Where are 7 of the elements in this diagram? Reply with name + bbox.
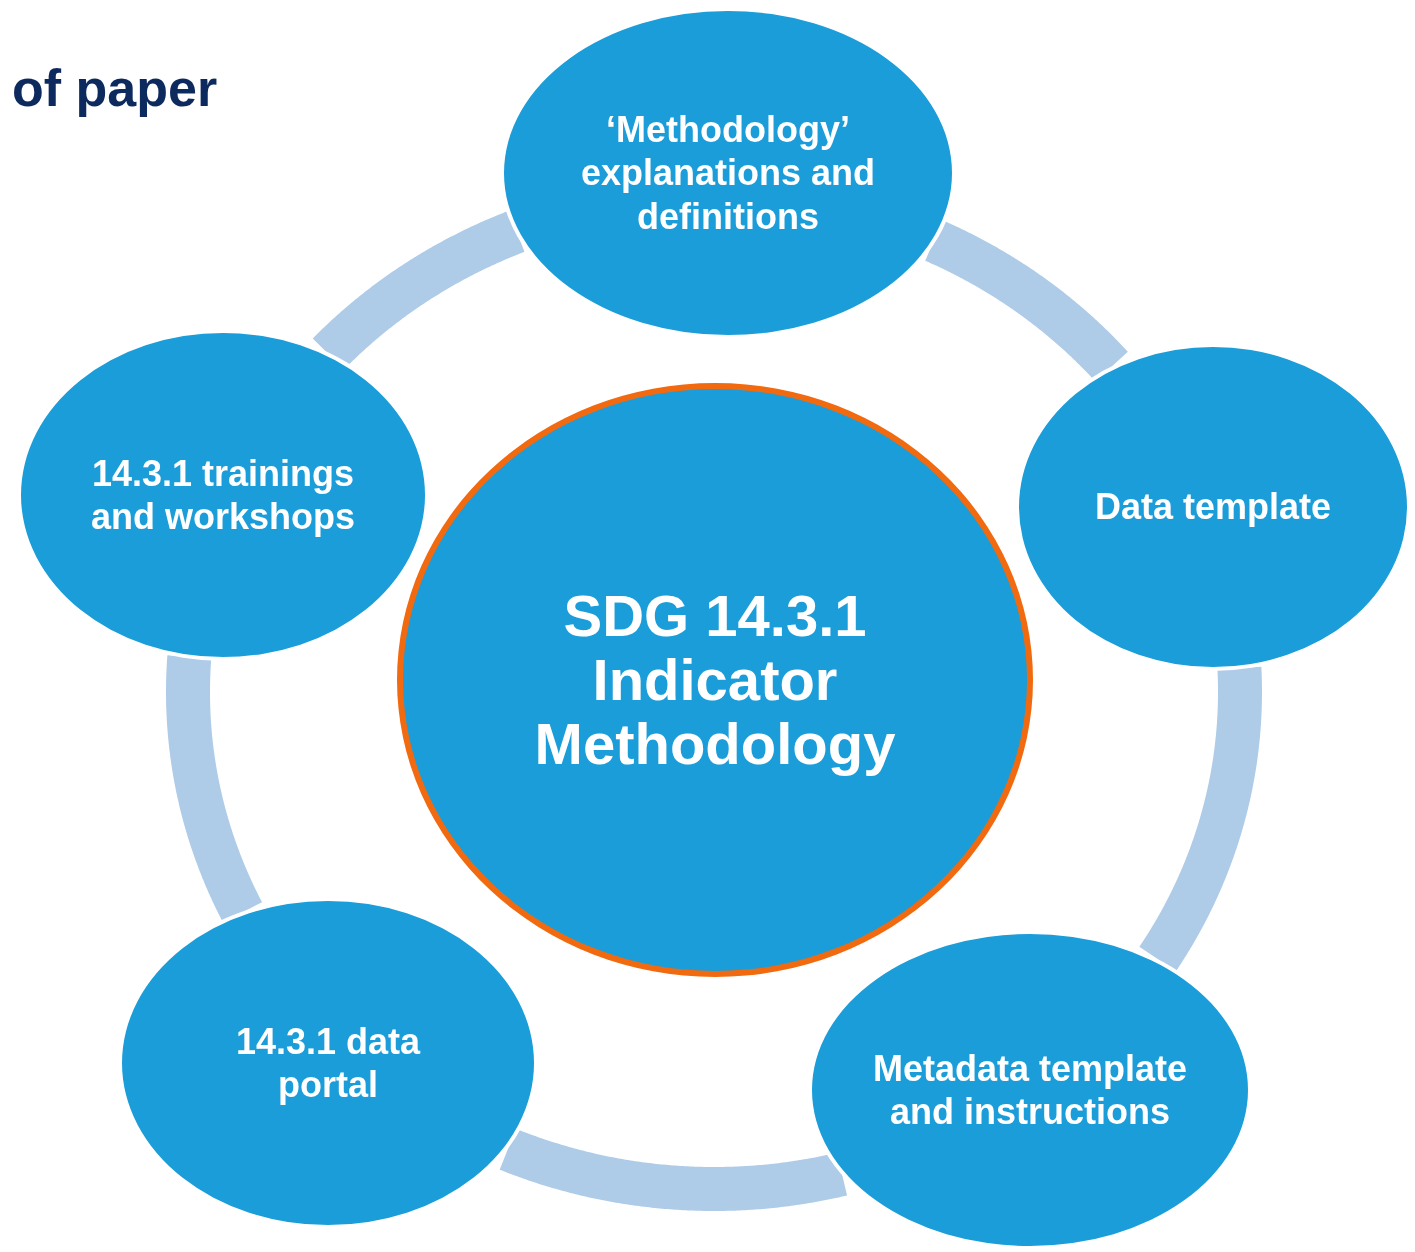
node-label: 14.3.1 data portal <box>234 1019 422 1107</box>
node-label: ‘Methodology’ explanations and definitions <box>579 108 877 238</box>
node-label: 14.3.1 trainings and workshops <box>89 451 356 539</box>
heading: of paper <box>12 58 218 118</box>
node-label: SDG 14.3.1 Indicator Methodology <box>533 584 897 776</box>
node-label: Metadata template and instructions <box>872 1046 1188 1134</box>
node-label: Data template <box>1094 485 1332 529</box>
